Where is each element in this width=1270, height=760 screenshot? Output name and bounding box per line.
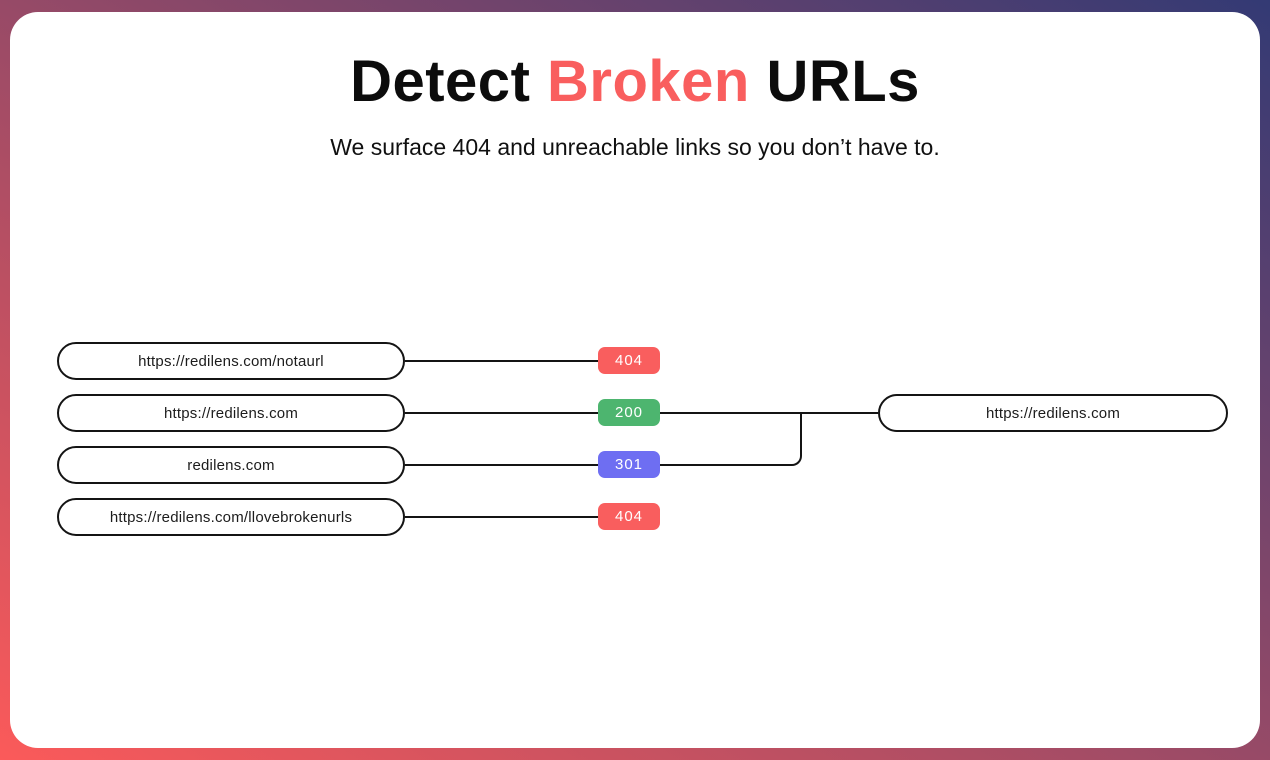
target-url-pill: https://redilens.com	[878, 394, 1228, 432]
connector-elbow	[660, 413, 802, 466]
content-card: Detect Broken URLs We surface 404 and un…	[10, 12, 1260, 748]
page-title: Detect Broken URLs	[10, 50, 1260, 114]
connector-line	[405, 464, 598, 466]
title-suffix: URLs	[749, 49, 920, 114]
status-badge: 200	[598, 399, 660, 426]
source-url-pill: https://redilens.com/llovebrokenurls	[57, 498, 405, 536]
connector-line	[405, 516, 598, 518]
connector-line	[405, 412, 598, 414]
title-highlight: Broken	[547, 49, 750, 114]
title-prefix: Detect	[350, 49, 547, 114]
status-badge: 404	[598, 347, 660, 374]
connector-line	[405, 360, 598, 362]
status-badge: 404	[598, 503, 660, 530]
connector-line	[660, 412, 878, 414]
page-subtitle: We surface 404 and unreachable links so …	[330, 134, 940, 160]
status-badge: 301	[598, 451, 660, 478]
source-url-pill: redilens.com	[57, 446, 405, 484]
source-url-pill: https://redilens.com	[57, 394, 405, 432]
source-url-pill: https://redilens.com/notaurl	[57, 342, 405, 380]
